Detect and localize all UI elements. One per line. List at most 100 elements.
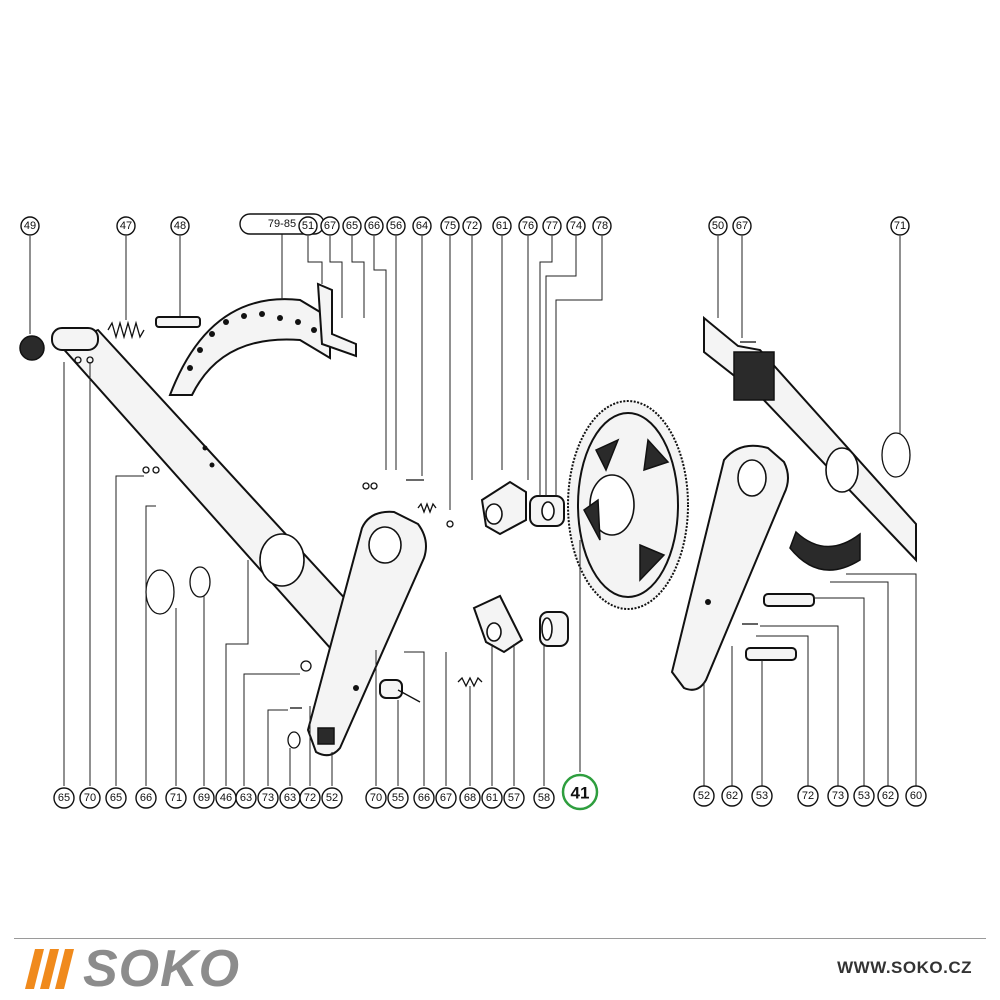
callout-top-1: 49 [20,216,40,236]
callout-top-12: 72 [462,216,482,236]
bracket-plate [316,282,357,358]
callout-bottom-15: 66 [413,787,435,809]
right-frame [703,315,917,571]
callouts-top: 49 47 48 79-85 51 67 65 66 56 64 75 72 6… [20,213,910,236]
svg-text:66: 66 [418,792,430,804]
callout-bottom-9: 73 [257,787,279,809]
svg-text:71: 71 [170,792,182,804]
callout-top-6: 67 [320,216,340,236]
svg-text:50: 50 [712,220,724,232]
svg-text:70: 70 [370,792,382,804]
svg-text:53: 53 [756,790,768,802]
lever-plate-right [670,444,789,691]
svg-text:77: 77 [546,220,558,232]
footer-divider [14,938,986,939]
callout-bottom-22: 62 [721,785,743,807]
svg-text:47: 47 [120,220,132,232]
callout-top-14: 76 [518,216,538,236]
callout-top-13: 61 [492,216,512,236]
svg-text:69: 69 [198,792,210,804]
svg-text:67: 67 [324,220,336,232]
svg-text:73: 73 [262,792,274,804]
svg-text:67: 67 [440,792,452,804]
svg-text:71: 71 [894,220,906,232]
callout-top-3: 48 [170,216,190,236]
callout-top-18: 50 [708,216,728,236]
callout-top-5: 51 [298,216,318,236]
callout-bottom-13: 70 [365,787,387,809]
svg-text:79-85: 79-85 [268,218,296,230]
callout-bottom-6: 69 [193,787,215,809]
callout-bottom-3: 65 [105,787,127,809]
ring-large [145,569,175,615]
callout-top-10: 64 [412,216,432,236]
svg-text:66: 66 [368,220,380,232]
parts-drawing [19,282,917,757]
callout-bottom-23: 53 [751,785,773,807]
svg-text:46: 46 [220,792,232,804]
svg-text:65: 65 [110,792,122,804]
svg-text:52: 52 [698,790,710,802]
callout-top-9: 56 [386,216,406,236]
svg-text:52: 52 [326,792,338,804]
callout-bottom-5: 71 [165,787,187,809]
hub-parts [480,480,565,536]
assembly-number-badge: 41 [561,773,599,811]
svg-text:63: 63 [240,792,252,804]
callout-top-15: 77 [542,216,562,236]
callout-bottom-21: 52 [693,785,715,807]
callout-bottom-19: 57 [503,787,525,809]
brand-name: SOKO [83,940,241,998]
callout-bottom-1: 65 [53,787,75,809]
callout-top-19: 67 [732,216,752,236]
callout-top-11: 75 [440,216,460,236]
ball-knob [19,335,45,361]
brand-logo: SOKO [25,940,241,998]
callout-bottom-14: 55 [387,787,409,809]
svg-text:63: 63 [284,792,296,804]
callout-bottom-24: 72 [797,785,819,807]
callout-bottom-4: 66 [135,787,157,809]
assembly-number: 41 [571,784,590,803]
cam-clip [472,594,524,654]
svg-text:73: 73 [832,790,844,802]
website-url: WWW.SOKO.CZ [837,958,972,977]
svg-text:62: 62 [882,790,894,802]
small-spring-upper [417,502,437,514]
callout-bottom-25: 73 [827,785,849,807]
callout-top-8: 66 [364,216,384,236]
svg-text:55: 55 [392,792,404,804]
callout-bottom-28: 60 [905,785,927,807]
svg-text:75: 75 [444,220,456,232]
pin [155,316,201,328]
callout-top-20: 71 [890,216,910,236]
svg-text:64: 64 [416,220,428,232]
lever-plate-left [306,510,427,757]
svg-text:58: 58 [538,792,550,804]
callout-bottom-11: 72 [299,787,321,809]
pins-right [745,593,815,661]
spring [107,320,145,340]
svg-text:72: 72 [466,220,478,232]
svg-text:78: 78 [596,220,608,232]
ring-right [881,432,911,478]
callout-bottom-12: 52 [321,787,343,809]
svg-text:49: 49 [24,220,36,232]
callout-bottom-26: 53 [853,785,875,807]
callout-top-16: 74 [566,216,586,236]
svg-text:72: 72 [304,792,316,804]
callout-bottom-18: 61 [481,787,503,809]
callout-bottom-10: 63 [279,787,301,809]
svg-text:65: 65 [58,792,70,804]
callout-top-2: 47 [116,216,136,236]
callout-bottom-7: 46 [215,787,237,809]
svg-text:66: 66 [140,792,152,804]
svg-text:76: 76 [522,220,534,232]
svg-text:65: 65 [346,220,358,232]
svg-text:48: 48 [174,220,186,232]
svg-text:70: 70 [84,792,96,804]
bushing [539,611,569,647]
ring-small [189,566,211,598]
svg-text:57: 57 [508,792,520,804]
